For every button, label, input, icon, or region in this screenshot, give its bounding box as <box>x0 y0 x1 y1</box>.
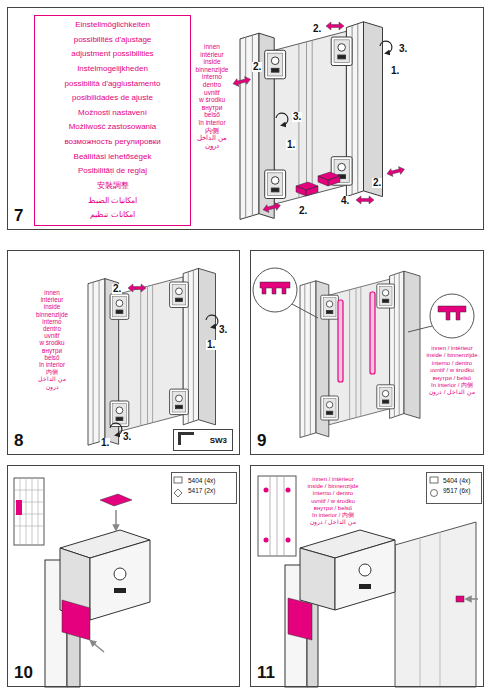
inside-label: innen <box>44 290 59 296</box>
callout-number: 1. <box>286 140 296 150</box>
inside-label: من الداخل <box>38 376 66 382</box>
adjustment-text: Einstellmöglichkeiten <box>75 21 150 30</box>
inside-label: interno / dentro <box>432 360 472 366</box>
step11-drawing <box>258 476 478 687</box>
inside-label: внутри / belső <box>314 505 352 511</box>
inside-label: dentro <box>203 82 221 89</box>
inside-label: innen / intérieur <box>431 345 472 351</box>
adjustment-text: posibilidades de ajuste <box>72 94 153 103</box>
inside-label: în interior <box>198 120 225 127</box>
step-panel: SW3 8 <box>7 250 240 455</box>
callout-number: 1. <box>100 438 110 448</box>
inside-label: w środku <box>39 340 64 346</box>
part-count: 5417 (2x) <box>188 486 215 496</box>
inside-label: 内侧 <box>205 128 219 135</box>
adjustment-text: Posibilități de reglaj <box>78 167 147 176</box>
callout-number: 3. <box>292 112 302 122</box>
step-number: 7 <box>14 206 23 226</box>
inside-label: w środku <box>199 97 225 104</box>
inside-label: intérieur <box>41 297 64 303</box>
inside-label: من الداخل <box>197 135 227 142</box>
adjustment-text: Beállítási lehetőségek <box>74 153 152 162</box>
adjustment-text: Możliwość zastosowania <box>69 123 157 132</box>
parts-box: 5404 (4x)5417 (2x) <box>171 472 237 504</box>
inside-label: uvnitř <box>204 90 220 97</box>
step8-drawing <box>88 268 218 445</box>
inside-label: uvnitř / w środku <box>311 498 355 504</box>
inside-label: внутри <box>202 105 223 112</box>
inside-label: în interior / 内侧 <box>312 512 354 518</box>
adjustment-text: امكانيات الضبط <box>88 197 137 206</box>
inside-label: dentro <box>43 326 61 332</box>
inside-label: inside <box>204 59 221 66</box>
inside-label: belső <box>44 355 59 361</box>
callout-number: 2. <box>298 206 308 216</box>
part-count: 5404 (4x) <box>443 476 470 486</box>
inside-label: binnenzijde <box>36 312 68 318</box>
step10-drawing <box>14 477 182 687</box>
inside-label: belső <box>204 112 220 119</box>
callout-number: 2. <box>312 24 322 34</box>
inside-label: внутри <box>42 348 62 354</box>
inside-label: interno <box>202 74 222 81</box>
callout-number: 2. <box>252 62 262 72</box>
part-count: 5404 (4x) <box>188 476 215 486</box>
inside-label: من الداخل / درون <box>429 389 475 395</box>
callout-number: 4. <box>340 196 350 206</box>
adjustment-text: 安裝調整 <box>97 182 129 191</box>
step-panel: 5404 (4x)9517 (6x) 11 <box>250 465 484 687</box>
callout-number: 2. <box>372 178 382 188</box>
callout-number: 3. <box>122 432 132 442</box>
step-panel: 5404 (4x)5417 (2x) 10 <box>7 465 240 687</box>
inside-label: inside <box>44 304 60 310</box>
adjustment-text: Možnosti nastavení <box>78 109 147 118</box>
language-list: Einstellmöglichkeiten possibilités d'ajus… <box>34 15 191 226</box>
tool-size: SW3 <box>210 436 227 445</box>
step7-drawing <box>232 22 405 220</box>
step-panel: Einstellmöglichkeiten possibilités d'ajus… <box>7 7 484 230</box>
inside-label: uvnitř / w środku <box>430 367 474 373</box>
inside-label: binnenzijde <box>196 67 229 74</box>
adjustment-text: Instelmogelijkheden <box>77 65 148 74</box>
callout-number: 3. <box>218 325 228 335</box>
inside-label: uvnitř <box>44 333 59 339</box>
tool-box: SW3 <box>173 429 233 451</box>
step-number: 9 <box>257 431 266 451</box>
inside-label: interno <box>42 319 61 325</box>
inside-label: درون <box>205 143 219 150</box>
step-number: 10 <box>14 663 33 683</box>
inside-label: innen <box>204 44 220 51</box>
callout-number: 2. <box>112 284 122 294</box>
inside-label: внутри / belső <box>433 375 471 381</box>
parts-box: 5404 (4x)9517 (6x) <box>426 472 482 504</box>
callout-number: 3. <box>398 44 408 54</box>
inside-label: în interior <box>39 362 65 368</box>
callout-number: 1. <box>206 340 216 350</box>
part-count: 9517 (6x) <box>443 486 470 496</box>
callout-number: 1. <box>390 66 400 76</box>
inside-label: în interior / 内侧 <box>431 382 473 388</box>
inside-label: inside / binnenzijde <box>307 483 358 489</box>
inside-label: intérieur <box>200 52 223 59</box>
adjustment-text: adjustment possibilities <box>71 50 153 59</box>
inside-label: interno / dentro <box>313 490 353 496</box>
step-number: 11 <box>257 663 275 683</box>
adjustment-text: возможность регулировки <box>64 138 160 147</box>
adjustment-text: possibilités d'ajustage <box>74 36 152 45</box>
inside-label: 内侧 <box>46 369 58 375</box>
step-number: 8 <box>14 431 23 451</box>
inside-label: من الداخل / درون <box>310 519 356 525</box>
inside-label: درون <box>46 384 59 390</box>
inside-label: inside / binnenzijde <box>426 352 477 358</box>
adjustment-text: possibilità d'aggiustamento <box>65 80 161 89</box>
adjustment-text: امكانات تنظيم <box>90 211 134 220</box>
inside-label: innen / intérieur <box>312 476 353 482</box>
